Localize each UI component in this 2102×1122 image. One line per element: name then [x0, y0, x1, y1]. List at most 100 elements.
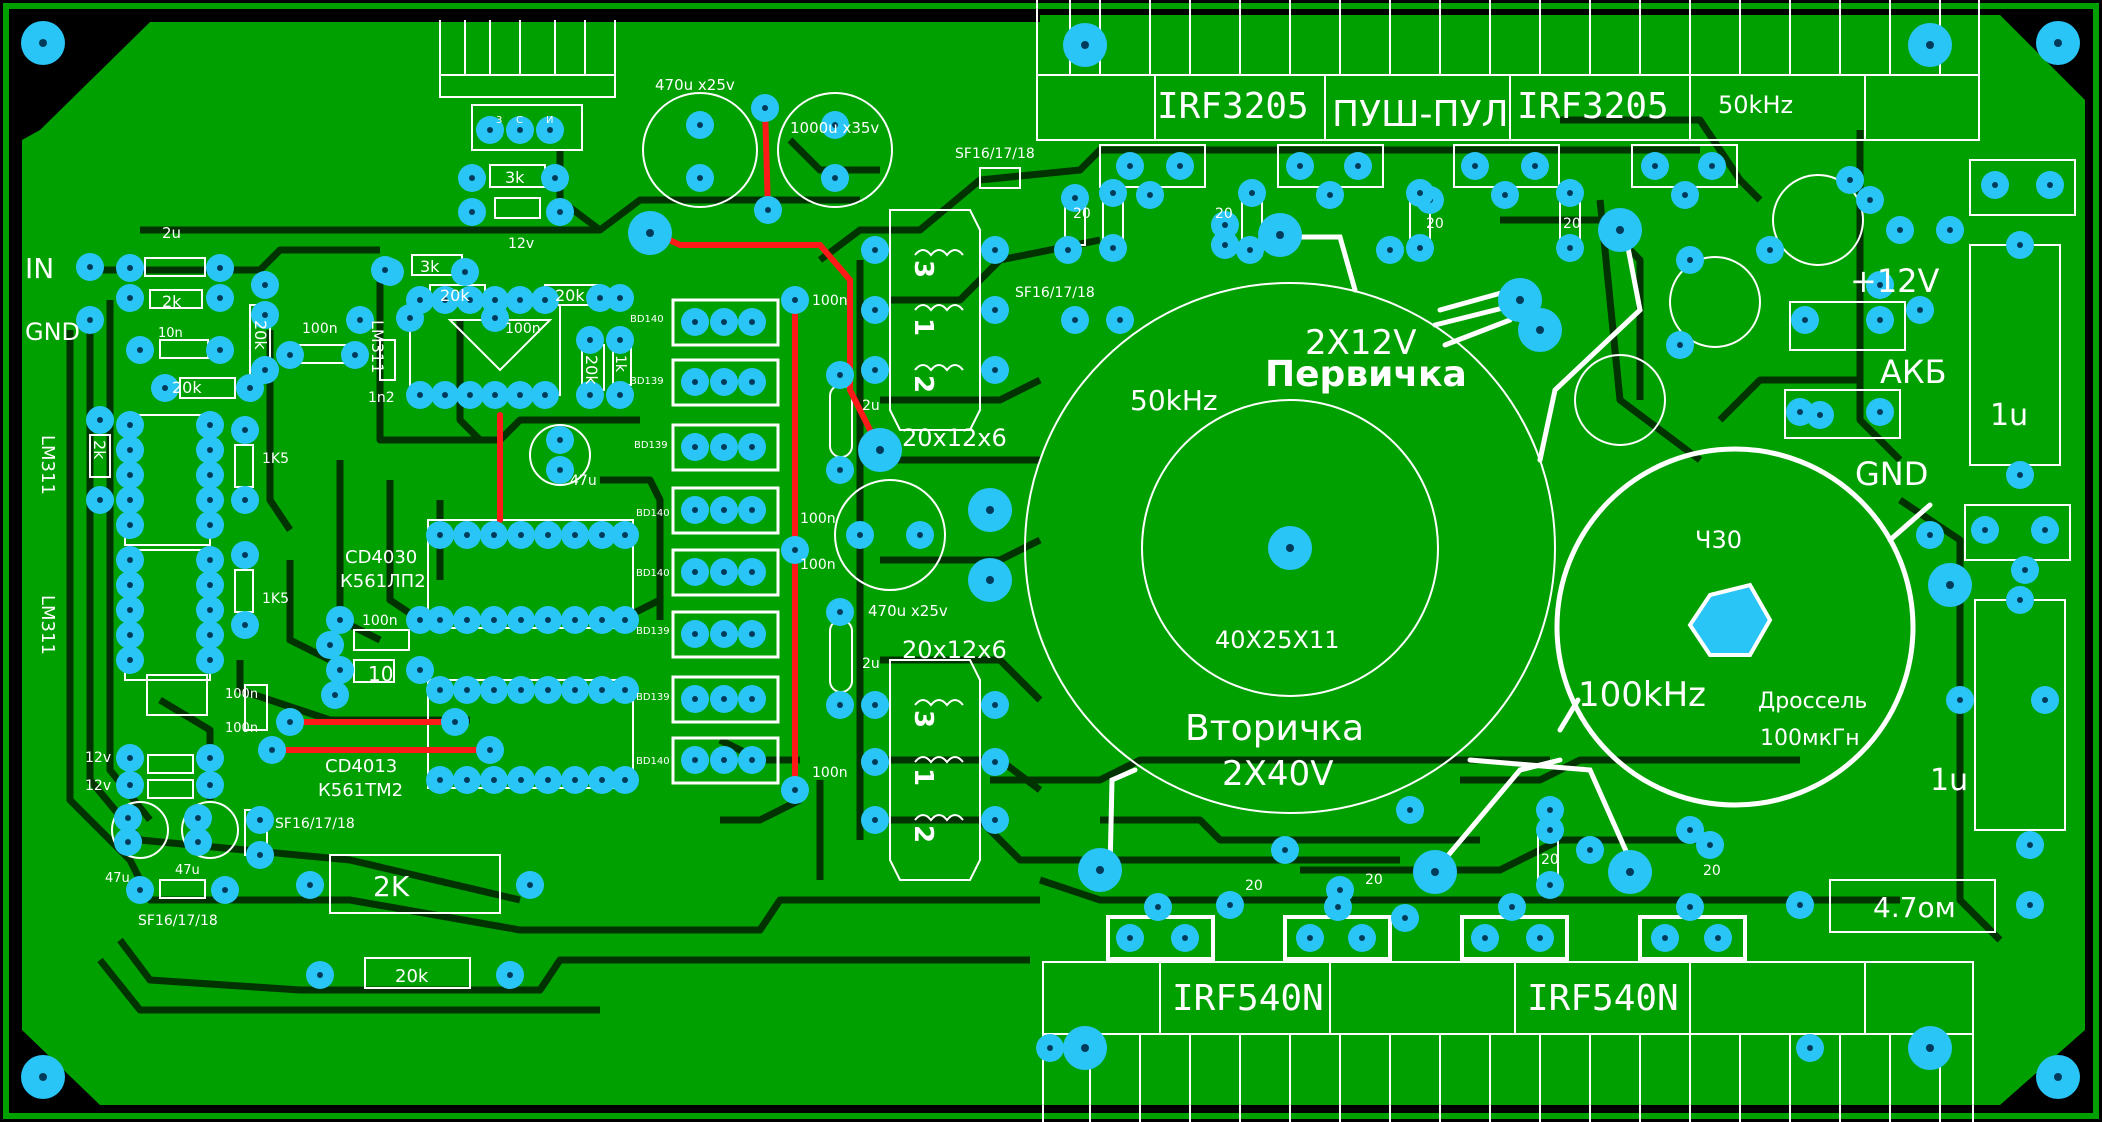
- choke-toroid: [1554, 446, 1916, 808]
- label-res-20k-b: 20k: [440, 286, 470, 305]
- label-bd-4: BD140: [636, 508, 670, 519]
- label-diode-12v-b: 12v: [85, 778, 111, 794]
- main-transformer: [1024, 282, 1556, 814]
- label-bd-7: BD139: [636, 692, 670, 703]
- label-bd-6: BD139: [636, 626, 670, 637]
- bd-transistor-outlines: [671, 298, 780, 785]
- label-cap-100n-h: 100n: [225, 687, 258, 702]
- label-res-20-6: 20: [1365, 872, 1383, 888]
- pin-label-1: 3: [496, 115, 502, 126]
- label-cap-100n-c: 100n: [812, 293, 848, 309]
- label-res-20-8: 20: [1703, 863, 1721, 879]
- pin-label-3: И: [546, 115, 553, 126]
- label-cap-100n-i: 100n: [225, 721, 258, 736]
- label-cap-2u-a: 2u: [862, 398, 880, 414]
- drive-transformer-outlines: [889, 209, 981, 881]
- drive-coils: [914, 249, 964, 822]
- label-cap-47u-c: 47u: [175, 863, 200, 878]
- regulator-heatsink: [439, 20, 616, 151]
- label-cap-100n-g: 100n: [362, 613, 398, 629]
- label-cap-100n-b: 100n: [505, 321, 541, 337]
- label-res-20k-d: 20k: [172, 378, 202, 397]
- label-choke-freq: 100kHz: [1578, 675, 1706, 715]
- label-res-20k-a: 20k: [251, 320, 270, 350]
- label-k561lp2: К561ЛП2: [340, 571, 426, 592]
- label-diode-12v-a: 12v: [85, 750, 111, 766]
- label-cap-1000: 1000u x35v: [790, 119, 879, 137]
- label-secondary: Вторичка: [1185, 708, 1364, 749]
- label-cap-2u-input: 2u: [162, 224, 181, 242]
- label-choke-inductance: 100мкГн: [1760, 726, 1860, 751]
- label-cap-10n: 10n: [158, 326, 183, 341]
- label-bd-3: BD139: [634, 440, 668, 451]
- label-cap-1n2: 1n2: [368, 390, 395, 406]
- label-cap-100n-f: 100n: [812, 765, 848, 781]
- label-cap-470-top: 470u x25v: [655, 76, 735, 94]
- regulator-pin-labels: 3 С И: [496, 115, 553, 126]
- label-cap-10: 10: [368, 662, 393, 686]
- label-res-20k-bottom: 20k: [395, 966, 429, 987]
- label-choke-core: Ч30: [1695, 526, 1742, 554]
- label-bottom-mosfet-left: IRF540N: [1172, 978, 1324, 1019]
- label-secondary-voltage: 2X40V: [1222, 754, 1333, 794]
- label-res-3k-b: 3k: [420, 257, 440, 276]
- label-res-20-2: 20: [1215, 206, 1233, 222]
- label-transistor-group: BD140 BD139 BD139 BD140 BD140 BD139 BD13…: [630, 314, 670, 767]
- label-diode-sf-top: SF16/17/18: [955, 146, 1035, 162]
- label-res-3k-a: 3k: [505, 168, 525, 187]
- label-bd-2: BD139: [630, 376, 664, 387]
- label-res-4-7om: 4.7ом: [1873, 891, 1956, 924]
- label-bd-8: BD140: [636, 756, 670, 767]
- label-res-1k5-b: 1K5: [262, 591, 289, 607]
- label-transformer-core: 40X25X11: [1215, 626, 1340, 654]
- label-res-2K-big: 2K: [373, 870, 410, 903]
- label-res-20k-e: 20k: [582, 355, 601, 385]
- label-diode-12v-top: 12v: [508, 236, 534, 252]
- label-choke-name: Дроссель: [1758, 689, 1867, 714]
- label-cap-1u-top: 1u: [1990, 398, 2028, 433]
- winding-number-2b: 2: [908, 825, 938, 843]
- winding-number-1: 1: [908, 318, 938, 336]
- label-lm311-c: LM311: [368, 320, 387, 373]
- label-top-frequency: 50kHz: [1718, 91, 1793, 119]
- winding-number-3: 3: [908, 260, 938, 278]
- label-res-2k-input: 2k: [162, 292, 182, 311]
- label-res-20-3: 20: [1426, 216, 1444, 232]
- label-topology: ПУШ-ПУЛ: [1332, 94, 1509, 135]
- label-in: IN: [25, 252, 54, 285]
- label-top-mosfet-right: IRF3205: [1517, 86, 1669, 127]
- winding-number-1b: 1: [908, 768, 938, 786]
- label-res-2k-v: 2k: [90, 440, 109, 460]
- label-cap-470-mid: 470u x25v: [868, 602, 948, 620]
- label-cap-47u-b: 47u: [105, 871, 130, 886]
- label-res-20-group: 20 20 20 20 20 20 20 20: [1073, 206, 1721, 894]
- label-cd4030: CD4030: [345, 547, 417, 568]
- label-transformer-freq: 50kHz: [1130, 384, 1218, 417]
- label-akb: АКБ: [1880, 353, 1947, 391]
- label-primary-voltage: 2X12V: [1305, 323, 1416, 363]
- label-cap-2u-b: 2u: [862, 656, 880, 672]
- label-lm311-b: LM311: [37, 595, 58, 655]
- label-gnd-input: GND: [25, 318, 80, 346]
- label-plus12v: +12V: [1850, 262, 1940, 300]
- label-lm311-a: LM311: [37, 435, 58, 495]
- label-primary: Первичка: [1265, 354, 1467, 395]
- label-cap-100n-d: 100n: [800, 511, 836, 527]
- bottom-heatsink: [1042, 961, 1974, 1122]
- label-res-20-7: 20: [1541, 852, 1559, 868]
- label-bd-5: BD140: [636, 568, 670, 579]
- label-diode-sf-left-a: SF16/17/18: [275, 816, 355, 832]
- label-res-1k: 1k: [612, 355, 628, 373]
- copper-pour: [22, 15, 2085, 1105]
- choke-center-pad: [1687, 582, 1773, 657]
- label-drive-transformer-top: 20x12x6: [902, 424, 1007, 452]
- label-bd-1: BD140: [630, 314, 664, 325]
- label-cap-100n-a: 100n: [302, 321, 338, 337]
- winding-number-3b: 3: [908, 710, 938, 728]
- label-diode-sf-left-b: SF16/17/18: [138, 913, 218, 929]
- label-bottom-mosfet-right: IRF540N: [1527, 978, 1679, 1019]
- label-drive-transformer-bottom: 20x12x6: [902, 636, 1007, 664]
- label-res-20-1: 20: [1073, 206, 1091, 222]
- label-top-mosfet-left: IRF3205: [1157, 86, 1309, 127]
